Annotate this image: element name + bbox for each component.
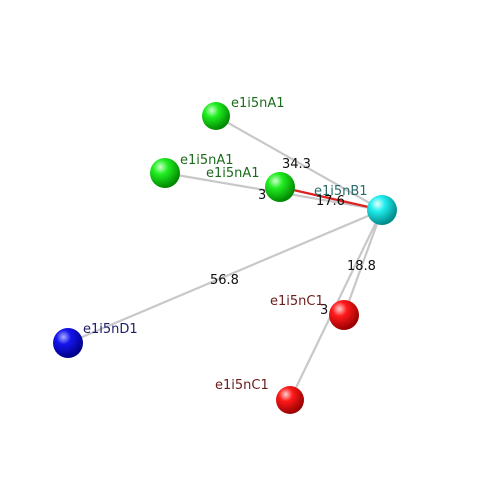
node-a1-top: e1i5nA1 [202, 96, 285, 130]
node-label: e1i5nA1 [206, 166, 260, 181]
node-sphere [367, 195, 397, 225]
edge-label-b1-d1: 56.8 [210, 273, 239, 288]
node-label: e1i5nC1 [270, 294, 324, 309]
node-sphere [265, 172, 295, 202]
node-sphere [53, 328, 83, 358]
node-a1-left: e1i5nA1 [150, 153, 234, 188]
edge-b1-d1 [67, 208, 383, 345]
edge-b1-a1-top [215, 115, 383, 211]
node-label: e1i5nD1 [83, 322, 138, 337]
node-sphere [276, 386, 304, 414]
node-label: e1i5nC1 [215, 378, 269, 393]
node-label: e1i5nA1 [180, 153, 234, 168]
edge-label-b1-a1-left: 3 [258, 188, 266, 203]
node-d1: e1i5nD1 [53, 322, 138, 358]
edge-b1-c1-up [342, 209, 384, 316]
edge-labels: 34.3 3 17.6 18.8 3 56.8 [210, 157, 376, 318]
edge-label-b1-a1-top: 34.3 [282, 157, 311, 172]
edge-label-b1-c1-down: 3 [320, 303, 328, 318]
edge-label-b1-a1-mid: 17.6 [316, 194, 345, 209]
node-c1-down: e1i5nC1 [215, 378, 304, 414]
node-c1-up: e1i5nC1 [270, 294, 359, 330]
node-b1: e1i5nB1 [314, 184, 397, 225]
nodes: e1i5nA1 e1i5nA1 e1i5nA1 e1i5nB1 e1i5nC1 … [53, 96, 397, 414]
edge-b1-a1-mid [279, 185, 383, 212]
node-label: e1i5nB1 [314, 184, 368, 199]
node-a1-mid: e1i5nA1 [206, 166, 295, 202]
node-sphere [202, 102, 230, 130]
node-label: e1i5nA1 [231, 96, 285, 111]
node-sphere [150, 158, 180, 188]
edge-label-b1-c1-up: 18.8 [347, 259, 376, 274]
node-sphere [329, 300, 359, 330]
